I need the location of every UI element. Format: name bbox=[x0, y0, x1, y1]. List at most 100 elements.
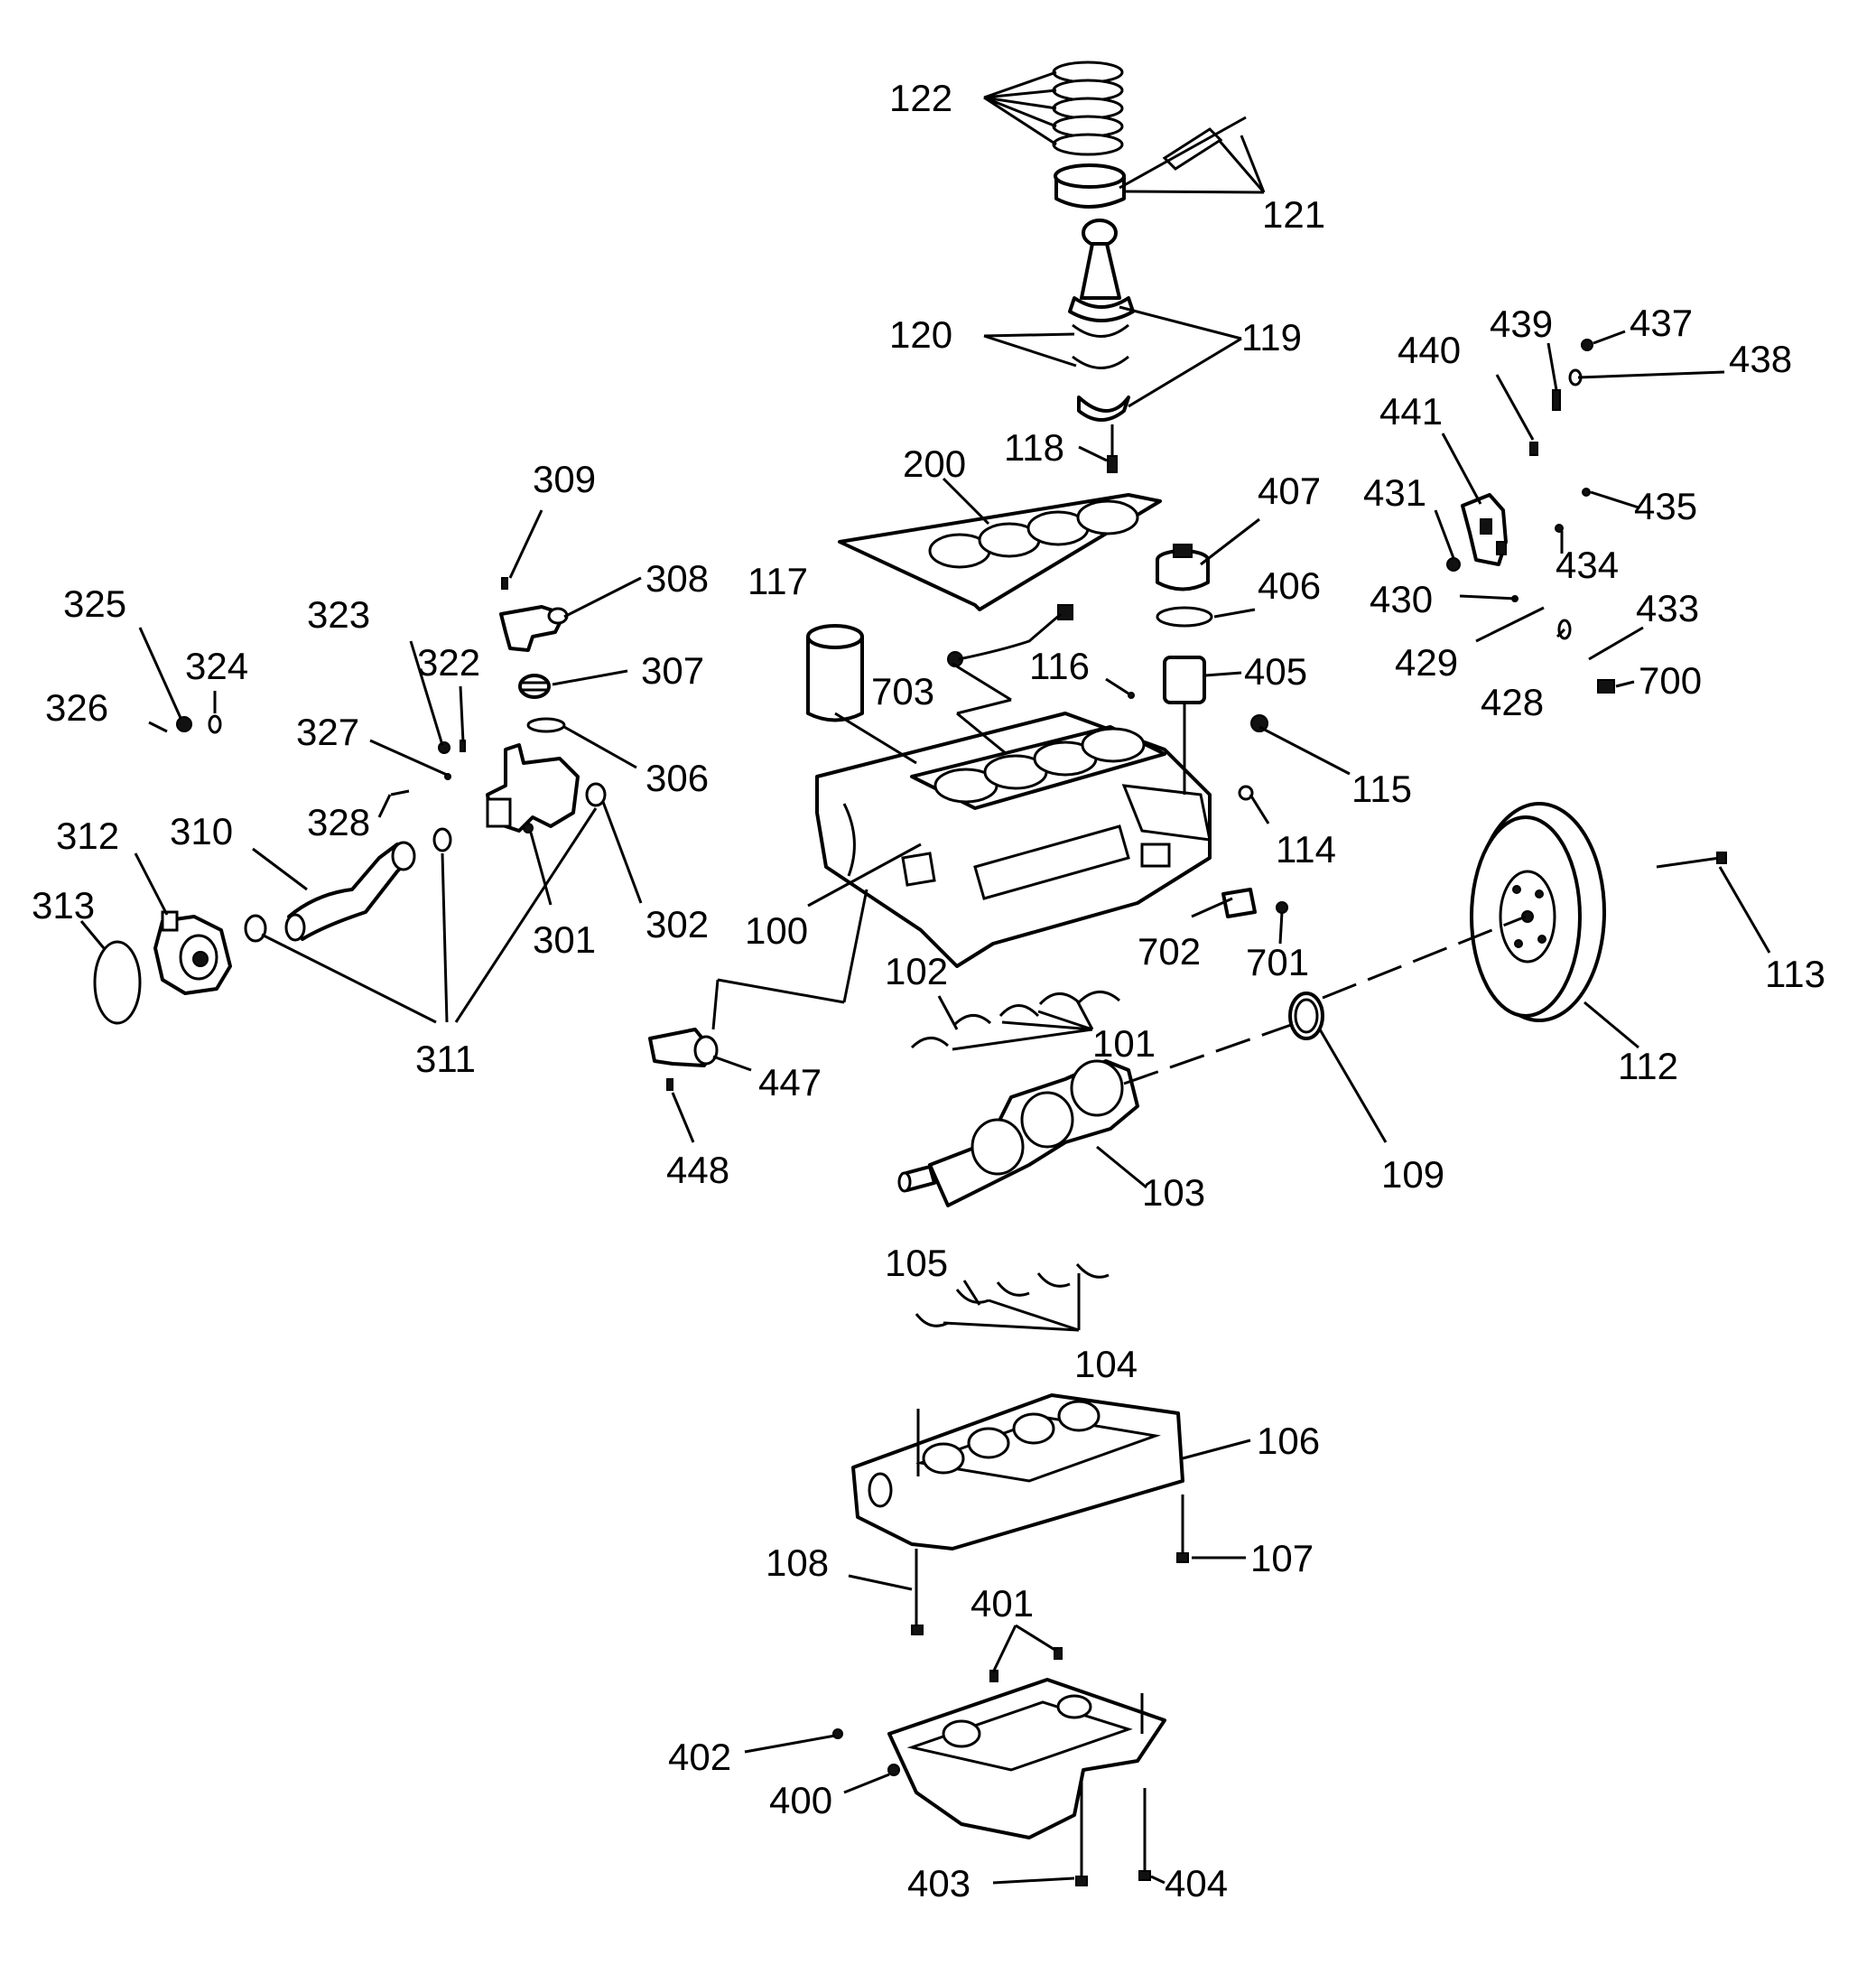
callout-700: 700 bbox=[1639, 659, 1702, 702]
oil-filter bbox=[806, 624, 864, 722]
leader-lines bbox=[79, 70, 1771, 1885]
callout-114: 114 bbox=[1276, 828, 1336, 871]
callout-106: 106 bbox=[1257, 1420, 1320, 1462]
callout-402: 402 bbox=[668, 1736, 731, 1778]
callout-440: 440 bbox=[1398, 329, 1461, 371]
callout-405: 405 bbox=[1244, 650, 1307, 693]
callout-433: 433 bbox=[1636, 587, 1699, 629]
callout-702: 702 bbox=[1138, 930, 1201, 973]
water-outlet-gasket bbox=[526, 717, 566, 733]
callout-401: 401 bbox=[971, 1582, 1034, 1625]
callout-302: 302 bbox=[645, 903, 709, 945]
flywheel-bolt bbox=[1656, 852, 1727, 869]
callout-301: 301 bbox=[533, 918, 596, 961]
oil-pan bbox=[887, 1678, 1166, 1839]
callout-labels: 122 121 120 119 118 200 117 703 116 407 … bbox=[32, 77, 1825, 1904]
callout-108: 108 bbox=[766, 1541, 829, 1584]
callout-102: 102 bbox=[885, 950, 948, 992]
thermostat-housing bbox=[499, 605, 569, 652]
crankshaft bbox=[897, 1059, 1139, 1207]
crankshaft-rear-seal bbox=[1288, 992, 1324, 1040]
callout-310: 310 bbox=[170, 810, 233, 852]
callout-118: 118 bbox=[1004, 426, 1064, 469]
connecting-rod bbox=[1068, 219, 1135, 473]
bedplate-bolts bbox=[911, 1409, 1189, 1635]
water-pump-gasket bbox=[93, 940, 142, 1025]
water-outlet-housing bbox=[486, 743, 580, 833]
callout-109: 109 bbox=[1381, 1153, 1444, 1196]
callout-324: 324 bbox=[185, 645, 248, 687]
callout-100: 100 bbox=[745, 909, 808, 952]
thermostat bbox=[518, 674, 551, 699]
callout-439: 439 bbox=[1490, 303, 1553, 345]
callout-119: 119 bbox=[1241, 316, 1302, 358]
callout-437: 437 bbox=[1630, 302, 1693, 344]
callout-406: 406 bbox=[1258, 564, 1321, 607]
callout-312: 312 bbox=[56, 815, 119, 857]
callout-103: 103 bbox=[1142, 1171, 1205, 1214]
callout-325: 325 bbox=[63, 582, 126, 625]
callout-328: 328 bbox=[307, 801, 370, 843]
callout-430: 430 bbox=[1370, 578, 1433, 620]
callout-434: 434 bbox=[1556, 544, 1619, 586]
seal-o-rings bbox=[244, 782, 607, 943]
engine-block bbox=[815, 712, 1212, 968]
callout-428: 428 bbox=[1481, 681, 1544, 723]
callout-441: 441 bbox=[1379, 390, 1443, 433]
oil-filter-element bbox=[1163, 656, 1206, 795]
callout-113: 113 bbox=[1765, 953, 1825, 995]
callout-323: 323 bbox=[307, 593, 370, 636]
callout-326: 326 bbox=[45, 686, 108, 729]
callout-327: 327 bbox=[296, 711, 359, 753]
callout-438: 438 bbox=[1729, 338, 1792, 380]
callout-313: 313 bbox=[32, 884, 95, 926]
callout-311: 311 bbox=[415, 1038, 476, 1080]
callout-431: 431 bbox=[1363, 471, 1426, 514]
callout-116: 116 bbox=[1029, 645, 1090, 687]
callout-104: 104 bbox=[1074, 1343, 1138, 1385]
callout-429: 429 bbox=[1395, 641, 1458, 684]
piston-pin bbox=[1119, 116, 1247, 190]
callout-701: 701 bbox=[1246, 941, 1309, 983]
callout-307: 307 bbox=[641, 649, 704, 692]
oil-filter-cap bbox=[1156, 544, 1210, 591]
callout-112: 112 bbox=[1618, 1045, 1678, 1087]
piston-rings bbox=[1052, 61, 1124, 156]
oil-level-sensor bbox=[648, 1028, 719, 1091]
alignment-lines bbox=[1123, 915, 1527, 1085]
callout-122: 122 bbox=[889, 77, 952, 119]
callout-308: 308 bbox=[645, 557, 709, 600]
water-pump bbox=[153, 910, 232, 995]
small-fasteners-coolant bbox=[148, 577, 508, 796]
callout-309: 309 bbox=[533, 458, 596, 500]
callout-107: 107 bbox=[1250, 1537, 1314, 1579]
callout-407: 407 bbox=[1258, 470, 1321, 512]
sensor-bracket bbox=[1461, 493, 1508, 566]
callout-703: 703 bbox=[871, 670, 934, 712]
head-gasket bbox=[838, 493, 1162, 611]
callout-120: 120 bbox=[889, 313, 952, 356]
callout-447: 447 bbox=[758, 1061, 822, 1103]
main-bearings-upper bbox=[910, 991, 1120, 1049]
callout-403: 403 bbox=[907, 1862, 971, 1904]
oil-pressure-switch bbox=[1221, 888, 1288, 918]
callout-105: 105 bbox=[885, 1242, 948, 1284]
flywheel bbox=[1470, 802, 1606, 1022]
callout-306: 306 bbox=[645, 757, 709, 799]
callout-322: 322 bbox=[417, 641, 480, 684]
callout-435: 435 bbox=[1634, 485, 1697, 527]
callout-400: 400 bbox=[769, 1779, 832, 1821]
callout-117: 117 bbox=[748, 560, 808, 602]
oil-filter-seal bbox=[1156, 606, 1213, 628]
callout-101: 101 bbox=[1092, 1022, 1156, 1065]
piston bbox=[1054, 163, 1126, 209]
callout-121: 121 bbox=[1262, 193, 1325, 236]
callout-200: 200 bbox=[903, 442, 966, 485]
callout-404: 404 bbox=[1165, 1862, 1228, 1904]
callout-448: 448 bbox=[666, 1149, 729, 1191]
callout-115: 115 bbox=[1351, 768, 1412, 810]
oil-pan-bolts bbox=[832, 1647, 1151, 1886]
bedplate bbox=[851, 1393, 1184, 1550]
water-pump-hose bbox=[284, 841, 416, 942]
